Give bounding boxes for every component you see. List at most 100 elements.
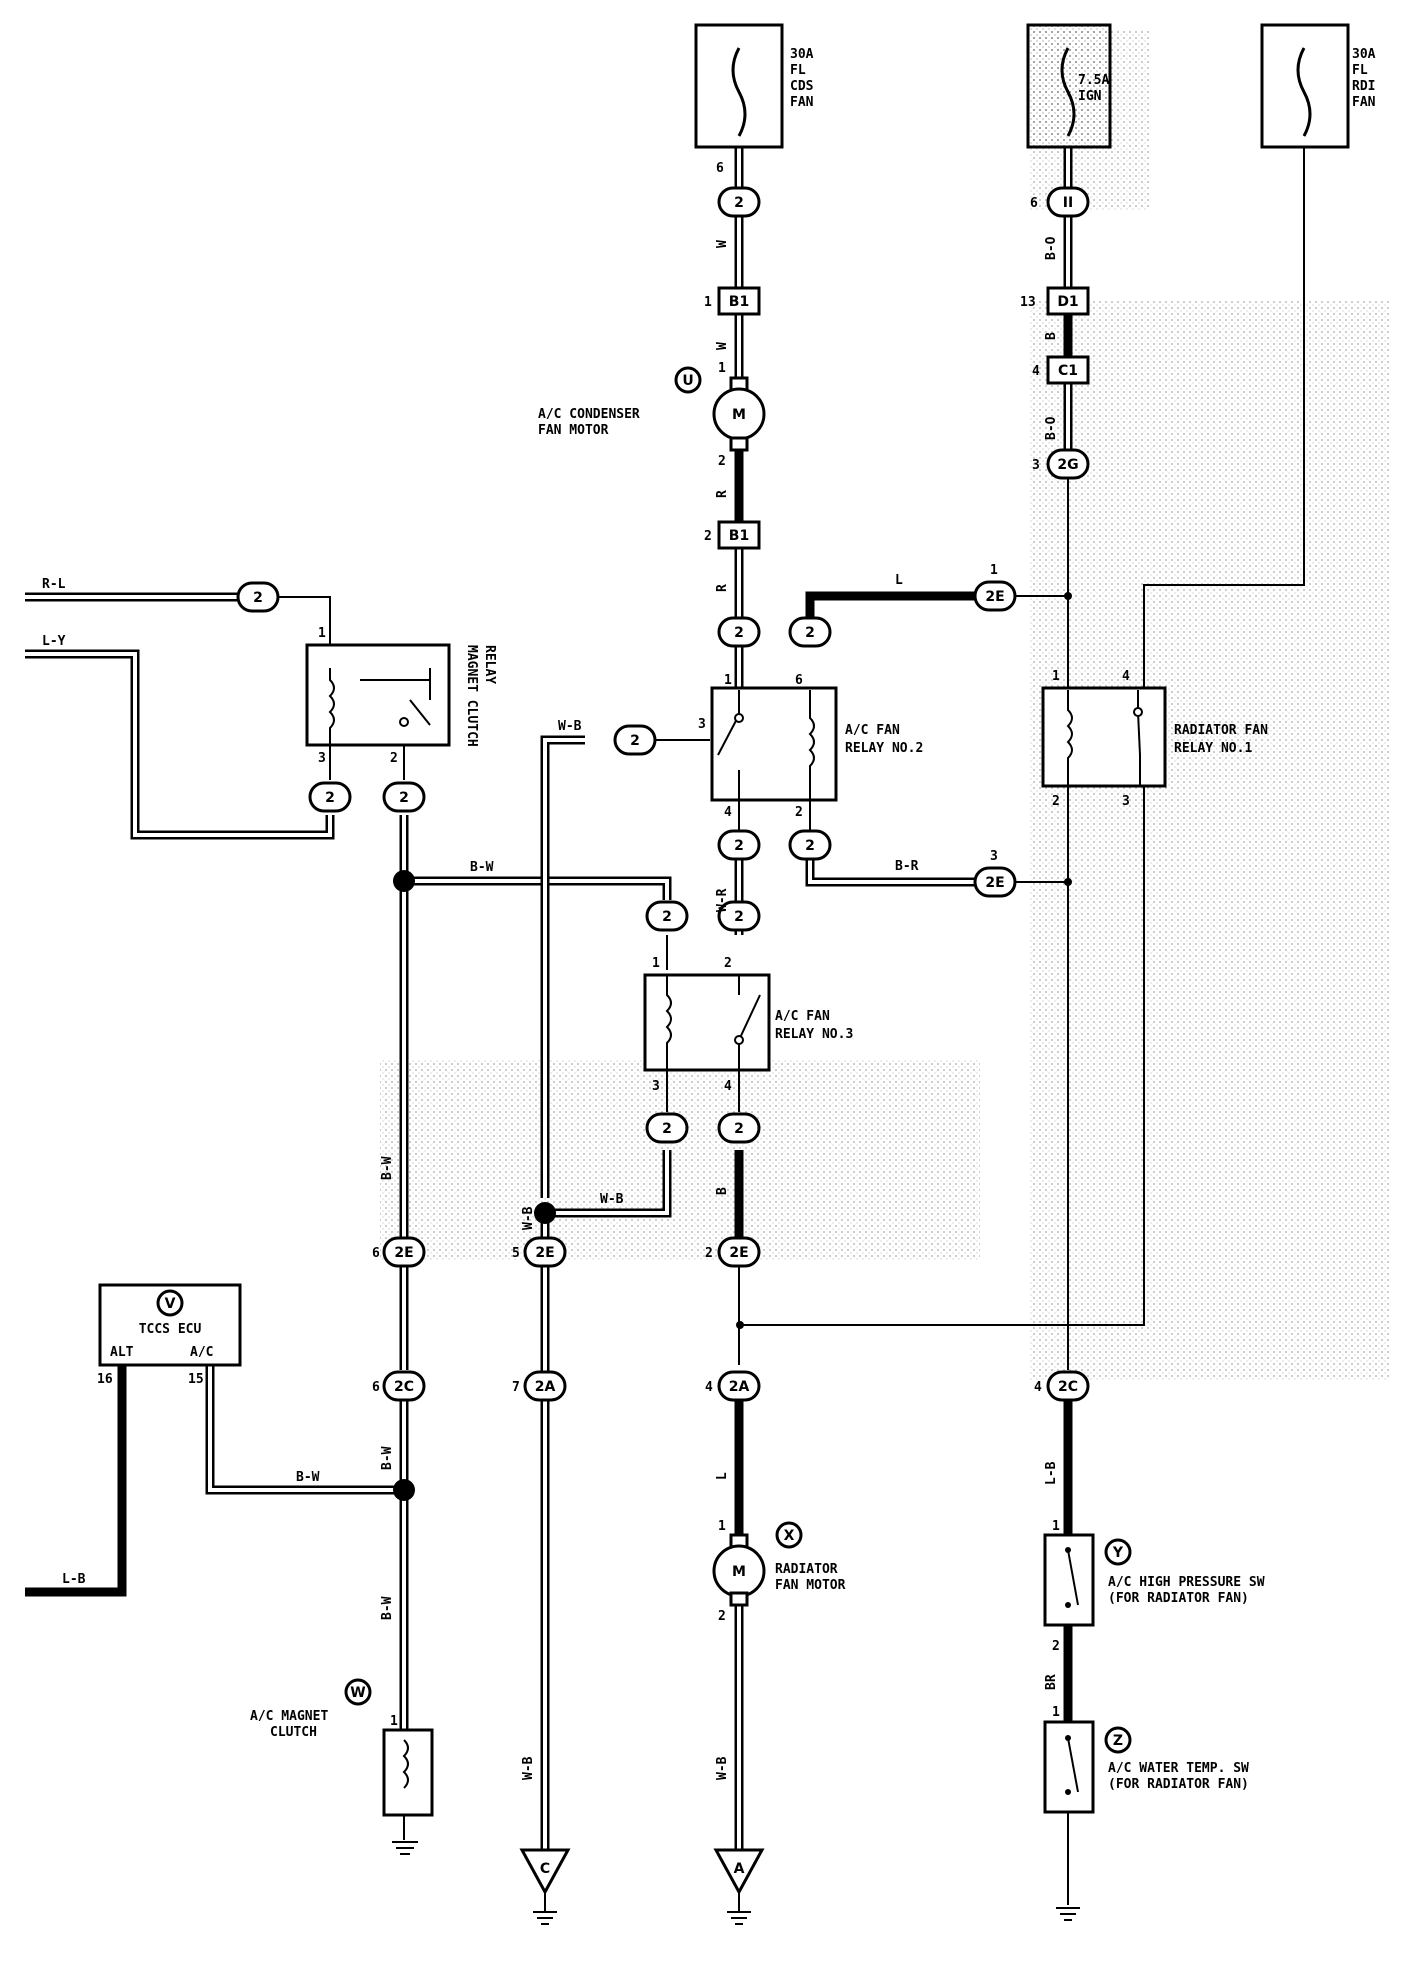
ac-fan-relay-2-line2: RELAY NO.2: [845, 741, 923, 756]
tccs-ecu-alt: ALT: [110, 1345, 134, 1360]
svg-text:2: 2: [734, 909, 744, 925]
svg-text:2: 2: [795, 805, 803, 820]
magnet-clutch-relay-line2: RELAY: [482, 645, 497, 684]
svg-text:2: 2: [718, 454, 726, 469]
connector-2a-7: 2A: [523, 1370, 567, 1402]
svg-text:L-B: L-B: [62, 1572, 86, 1587]
ac-fan-relay-2-line1: A/C FAN: [845, 723, 900, 738]
ground-c: C: [519, 1848, 571, 1925]
svg-text:4: 4: [1034, 1380, 1042, 1395]
svg-text:2E: 2E: [985, 589, 1004, 605]
connector-ign: II: [1046, 186, 1090, 218]
svg-text:1: 1: [704, 295, 712, 310]
magnet-clutch-relay: MAGNET CLUTCH RELAY: [305, 643, 497, 747]
svg-text:B-W: B-W: [296, 1470, 320, 1485]
svg-text:C: C: [540, 1861, 550, 1877]
condenser-motor-line2: FAN MOTOR: [538, 423, 609, 438]
junctions: [393, 592, 1072, 1501]
svg-text:B-W: B-W: [380, 1596, 395, 1620]
fuse-rdi: 30A FL RDI FAN: [1260, 23, 1376, 149]
svg-text:2G: 2G: [1057, 457, 1078, 473]
radiator-motor-line2: FAN MOTOR: [775, 1578, 846, 1593]
svg-text:L-B: L-B: [1044, 1461, 1059, 1485]
connectors: 2 II 2G 2 2 2E 2 2 2 2 2 2 2E 2 2 2 2 2E…: [236, 186, 1090, 1402]
svg-text:R: R: [715, 584, 730, 592]
svg-text:2E: 2E: [535, 1245, 554, 1261]
svg-text:B1: B1: [729, 294, 749, 310]
svg-text:B-W: B-W: [380, 1446, 395, 1470]
svg-text:2: 2: [390, 751, 398, 766]
fuse-ign-line2: IGN: [1078, 89, 1102, 104]
condenser-motor-id: U: [682, 373, 693, 389]
svg-text:2: 2: [1052, 794, 1060, 809]
fuse-rdi-line3: RDI: [1352, 79, 1375, 94]
hp-switch-id: Y: [1112, 1545, 1124, 1561]
svg-text:2: 2: [662, 909, 672, 925]
svg-text:2: 2: [805, 838, 815, 854]
svg-text:3: 3: [990, 849, 998, 864]
tccs-ecu-pin15: 15: [188, 1372, 204, 1387]
svg-text:2E: 2E: [985, 875, 1004, 891]
connector-c1: C1: [1046, 355, 1090, 385]
svg-text:1: 1: [1052, 1705, 1060, 1720]
svg-text:R-L: R-L: [42, 577, 66, 592]
svg-text:W-B: W-B: [600, 1192, 624, 1207]
connector-relay2-pin6: 2: [788, 616, 832, 648]
ac-high-pressure-switch: Y A/C HIGH PRESSURE SW (FOR RADIATOR FAN…: [1043, 1533, 1265, 1627]
svg-text:1: 1: [718, 1519, 726, 1534]
connector-2e-br: 2E: [973, 866, 1017, 898]
magnet-clutch-line2: CLUTCH: [270, 1725, 317, 1740]
radiator-fan-relay-1: RADIATOR FAN RELAY NO.1: [1041, 686, 1268, 788]
shading: [380, 30, 1390, 1380]
svg-text:B-O: B-O: [1044, 416, 1059, 440]
svg-text:6: 6: [372, 1246, 380, 1261]
magnet-clutch-relay-line1: MAGNET CLUTCH: [464, 645, 479, 747]
svg-text:3: 3: [1032, 458, 1040, 473]
svg-text:6: 6: [795, 673, 803, 688]
connector-clutch-pin2: 2: [382, 781, 426, 813]
fuse-ign-line1: 7.5A: [1078, 73, 1109, 88]
connector-d1: D1: [1046, 286, 1090, 316]
svg-text:A: A: [734, 1861, 745, 1877]
svg-text:4: 4: [1032, 364, 1040, 379]
svg-text:1: 1: [318, 626, 326, 641]
connector-2e-2: 2E: [717, 1236, 761, 1268]
ac-magnet-clutch: W A/C MAGNET CLUTCH: [250, 1678, 434, 1855]
fuse-ign: 7.5A IGN: [1026, 23, 1112, 149]
svg-text:B-W: B-W: [380, 1156, 395, 1180]
svg-text:3: 3: [698, 717, 706, 732]
svg-text:2A: 2A: [535, 1379, 556, 1395]
tccs-ecu-pin16: 16: [97, 1372, 113, 1387]
svg-text:M: M: [732, 407, 746, 423]
tccs-ecu: V TCCS ECU ALT A/C 16 15: [97, 1283, 242, 1387]
tccs-ecu-id: V: [165, 1296, 176, 1312]
connector-2e-top: 2E: [973, 580, 1017, 612]
svg-text:1: 1: [718, 361, 726, 376]
svg-text:1: 1: [990, 563, 998, 578]
svg-text:2: 2: [734, 625, 744, 641]
svg-text:2E: 2E: [729, 1245, 748, 1261]
svg-text:B: B: [1044, 332, 1059, 340]
radiator-fan-relay-1-line1: RADIATOR FAN: [1174, 723, 1268, 738]
svg-text:1: 1: [1052, 669, 1060, 684]
svg-text:W-R: W-R: [715, 888, 730, 912]
connector-relay3-pin1: 2: [645, 900, 689, 932]
connector-cds: 2: [717, 186, 761, 218]
wire-labels: W W R R B-O B B-O L B-R R-L L-Y W-B B-W …: [42, 236, 1059, 1780]
svg-text:B1: B1: [729, 528, 749, 544]
svg-text:4: 4: [705, 1380, 713, 1395]
svg-text:4: 4: [724, 805, 732, 820]
svg-text:6: 6: [1030, 196, 1038, 211]
svg-text:W-B: W-B: [521, 1206, 536, 1230]
magnet-clutch-id: W: [350, 1685, 365, 1701]
connector-2e-5: 2E: [523, 1236, 567, 1268]
wt-switch-line2: (FOR RADIATOR FAN): [1108, 1777, 1249, 1792]
connector-2c-6: 2C: [382, 1370, 426, 1402]
svg-text:3: 3: [1122, 794, 1130, 809]
connector-b1-top: B1: [717, 286, 761, 316]
connector-2c-4: 2C: [1046, 1370, 1090, 1402]
fuse-cds-line3: CDS: [790, 79, 814, 94]
connector-relay3-pin2: 2: [717, 900, 761, 932]
tccs-ecu-ac: A/C: [190, 1345, 213, 1360]
